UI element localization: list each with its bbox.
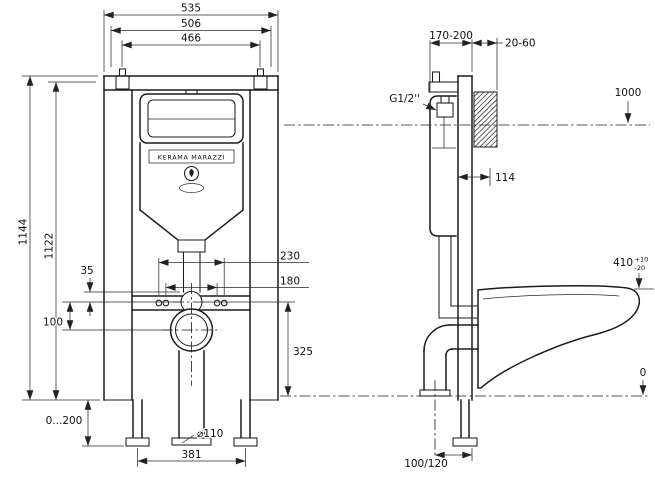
dim-plate-depth-label: 20-60 [505,38,536,50]
dim-width-mid-label: 506 [181,18,201,30]
cistern-front [138,142,245,293]
front-dimensions: 535 506 466 1144 1122 35 100 230 [16,1,314,467]
dim-height-inner-label: 1122 [44,233,56,260]
brand-label: KERAMA MARAZZI [158,154,226,162]
brand-plate: KERAMA MARAZZI [148,149,235,164]
water-inlet-fitting [436,95,454,118]
wall-bracket [428,71,459,93]
dim-offset-small-label: 35 [80,265,93,277]
foot-left [125,437,150,447]
foot-right [233,437,258,447]
dim-height-total-label: 1144 [18,218,30,245]
foot-side [452,437,478,447]
stud-hole [155,299,163,307]
water-thread-label: G1/2'' [389,93,420,105]
top-fixing-bolts [115,68,268,90]
dim-cistern-depth-label: 114 [495,172,515,184]
drain-pipe-front [171,350,212,446]
dim-studs-wide-label: 230 [280,251,300,263]
toilet-bowl-profile [477,285,640,389]
reference-level-lines [280,124,650,397]
frame-profile [452,75,478,447]
stud-hole [220,299,228,307]
support-legs-front [125,399,258,447]
dim-width-inner-label: 466 [181,33,201,45]
side-dimensions: 170-200 20-60 G1/2'' 1000 114 410 +10 -2… [388,29,654,471]
wall-section-hatch [473,91,498,148]
flush-pipe-side [438,235,479,319]
side-view [419,71,640,458]
dim-width-total-label: 535 [181,3,201,15]
dim-height-outlet-label: 325 [293,346,313,358]
dim-feet-range-label: 0...200 [46,415,83,427]
access-panel [139,89,244,144]
dim-bowl-height-tol-minus: -20 [635,264,646,272]
dim-studs-narrow-label: 180 [280,276,300,288]
waste-elbow-side [419,324,479,458]
cistern-side [429,95,457,237]
dim-depth-range-label: 170-200 [429,30,473,42]
brand-logo [179,165,204,193]
level-floor-label: 0 [640,367,647,379]
dim-outlet-offset-label: 100/120 [404,458,448,470]
logo-emblem-icon [189,168,194,178]
dim-bowl-height-label: 410 [613,257,633,269]
dim-bowl-height-tol-plus: +10 [635,256,649,264]
front-view: KERAMA MARAZZI [103,68,279,447]
stud-hole [162,299,170,307]
dim-drain-diameter-label: ⌀110 [197,428,223,440]
logo-oval-icon [179,183,204,193]
level-top-label: 1000 [615,87,642,99]
dim-offset-outlet-label: 100 [43,317,63,329]
stud-hole [213,299,221,307]
dim-base-width-label: 381 [181,449,201,461]
outlets-front [162,283,221,386]
